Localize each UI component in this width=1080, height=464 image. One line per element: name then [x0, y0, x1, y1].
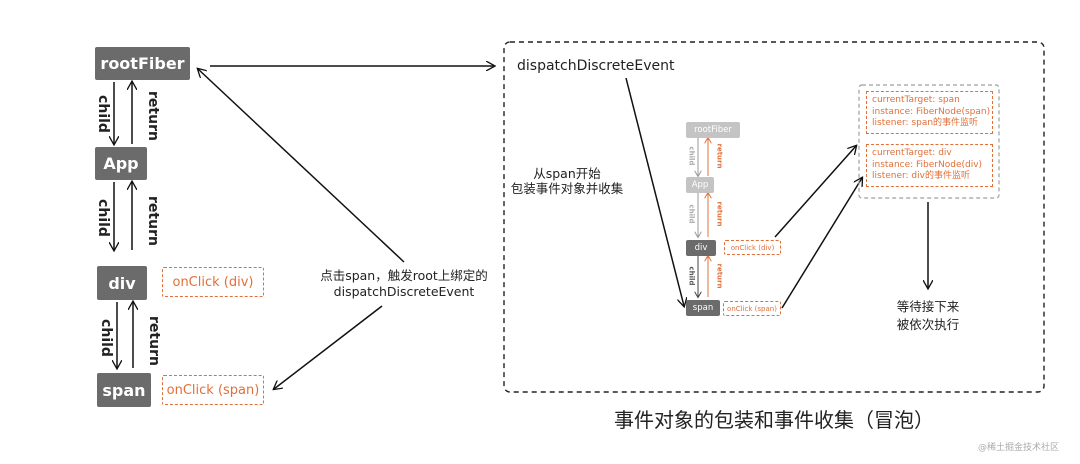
mini-child-label-3: child: [687, 266, 696, 286]
return-label-2: return: [144, 196, 161, 246]
note-to-span-arrow: [274, 305, 383, 389]
click-note-line2: dispatchDiscreteEvent: [333, 284, 475, 299]
dispatch-title: dispatchDiscreteEvent: [517, 58, 675, 74]
mini-return-label-3: return: [715, 263, 724, 289]
start-note: 从span开始 包装事件对象并收集: [508, 166, 626, 196]
node-rootfiber: rootFiber: [95, 47, 190, 80]
start-note-line1: 从span开始: [533, 166, 601, 181]
mini-node-div: div: [686, 240, 716, 256]
mini-node-span: span: [686, 300, 720, 316]
child-label-1: child: [94, 95, 111, 133]
div-onclick-handler: onClick (div): [162, 267, 264, 297]
cards-group-box: [858, 84, 1000, 199]
div-handler-to-card-arrow: [774, 146, 856, 238]
mini-div-onclick-handler: onClick (div): [724, 240, 781, 255]
node-span: span: [97, 373, 151, 407]
return-label-3: return: [145, 316, 162, 366]
event-card-div: currentTarget: div instance: FiberNode(d…: [866, 144, 993, 187]
dispatch-box: [503, 41, 1045, 393]
card-div-line3: listener: div的事件监听: [872, 171, 970, 181]
child-label-3: child: [97, 319, 114, 357]
click-note: 点击span，触发root上绑定的 dispatchDiscreteEvent: [300, 268, 508, 300]
node-div: div: [97, 266, 147, 300]
watermark: @稀土掘金技术社区: [978, 443, 1060, 453]
mini-return-label-2: return: [715, 201, 724, 227]
card-span-line2: instance: FiberNode(span): [872, 106, 991, 117]
start-note-line2: 包装事件对象并收集: [510, 181, 624, 196]
mini-node-app: App: [686, 177, 714, 193]
dispatch-to-span-arrow: [625, 77, 684, 306]
event-card-span: currentTarget: span instance: FiberNode(…: [866, 91, 993, 134]
mini-span-onclick-handler: onClick (span): [723, 301, 781, 316]
mini-child-label-1: child: [687, 146, 696, 166]
card-span-line3: listener: span的事件监听: [872, 118, 979, 128]
card-div-line2: instance: FiberNode(div): [872, 159, 983, 170]
wait-note-line1: 等待接下来: [896, 299, 960, 314]
mini-node-rootfiber: rootFiber: [686, 122, 740, 138]
wait-note: 等待接下来 被依次执行: [873, 298, 983, 334]
wait-note-line2: 被依次执行: [896, 317, 960, 332]
span-handler-to-card-arrow: [781, 178, 862, 309]
node-app: App: [95, 147, 147, 180]
span-onclick-handler: onClick (span): [162, 375, 264, 405]
mini-return-label-1: return: [715, 143, 724, 169]
note-to-root-arrow: [198, 69, 405, 263]
card-div-line1: currentTarget: div: [872, 148, 952, 158]
return-label-1: return: [144, 91, 161, 141]
mini-child-label-2: child: [687, 204, 696, 224]
caption: 事件对象的包装和事件收集（冒泡）: [614, 408, 934, 432]
child-label-2: child: [94, 199, 111, 237]
click-note-line1: 点击span，触发root上绑定的: [320, 268, 488, 283]
card-span-line1: currentTarget: span: [872, 95, 960, 105]
